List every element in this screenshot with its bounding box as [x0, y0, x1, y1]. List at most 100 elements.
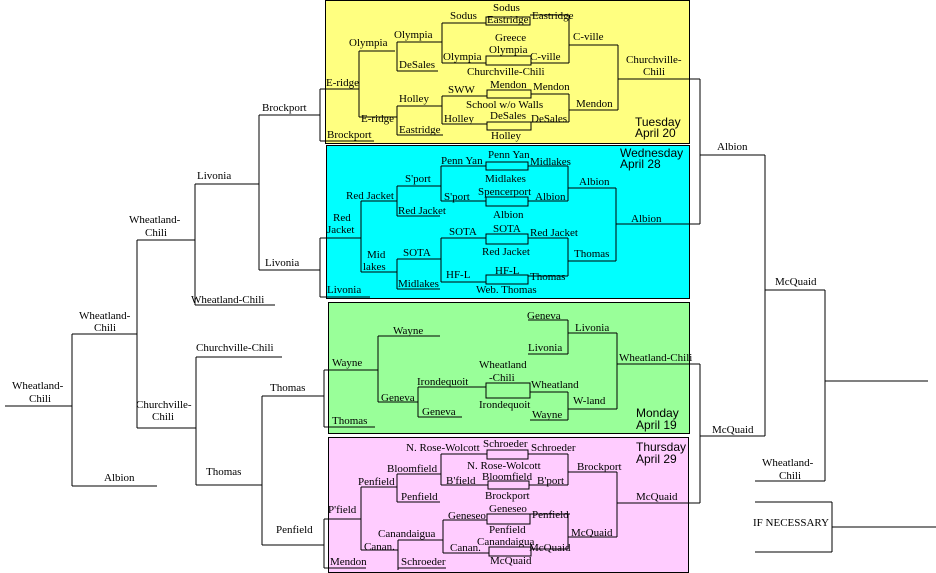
date-label: April 19	[636, 418, 677, 432]
team-label: Penn Yan	[488, 149, 530, 161]
team-label: E-ridge	[326, 77, 359, 89]
team-label: McQuaid	[712, 424, 754, 436]
team-label: Canan.	[450, 542, 481, 554]
team-label: Geneva	[422, 406, 456, 418]
team-label: Livonia	[197, 170, 232, 182]
wednesday-boxes	[485, 161, 529, 285]
team-label: Chili	[643, 66, 666, 78]
team-label: Web. Thomas	[476, 284, 537, 296]
team-label: Mendon	[490, 79, 527, 91]
team-label: Jacket	[327, 224, 355, 236]
team-label: Thomas	[270, 382, 306, 394]
team-label: Bloomfield	[387, 463, 438, 475]
team-label: Wheatland-Chili	[619, 352, 693, 364]
team-label: Red	[333, 212, 351, 224]
team-label: Red Jacket	[346, 190, 394, 202]
team-label: Penfield	[358, 476, 395, 488]
team-label: HF-L	[495, 265, 520, 277]
team-label: Albion	[535, 191, 566, 203]
team-label: Churchville-	[626, 54, 682, 66]
team-label: DeSales	[399, 59, 436, 71]
date-label: April 28	[620, 157, 661, 171]
thursday-boxes	[486, 449, 532, 557]
team-label: SOTA	[493, 223, 521, 235]
team-label: Wheatland-	[129, 214, 181, 226]
team-label: Eastridge	[399, 124, 441, 136]
team-label: Midlakes	[530, 156, 571, 168]
team-label: Penfield	[489, 524, 526, 536]
team-label: Red Jacket	[530, 227, 578, 239]
team-label: Mid	[367, 249, 386, 261]
team-label: Schroeder	[483, 438, 528, 450]
team-label: Albion	[717, 141, 748, 153]
team-label: Wheatland-	[12, 380, 64, 392]
team-label: Canandaigua	[477, 536, 535, 548]
team-label: Olympia	[349, 37, 388, 49]
team-label: Wayne	[393, 325, 424, 337]
team-label: McQuaid	[490, 555, 532, 567]
monday-lines	[324, 319, 618, 428]
team-label: McQuaid	[636, 491, 678, 503]
team-label: McQuaid	[529, 542, 571, 554]
team-label: B'field	[446, 475, 476, 487]
team-label: Wheatland-	[762, 457, 814, 469]
team-label: McQuaid	[775, 276, 817, 288]
day-label: Wednesday	[620, 146, 684, 160]
team-label: Chili	[779, 470, 802, 482]
team-label: Geneva	[381, 392, 415, 404]
team-label: C-ville	[530, 51, 561, 63]
thursday-lines	[324, 453, 618, 570]
team-label: Churchville-Chili	[467, 66, 545, 78]
day-label: Tuesday	[635, 115, 681, 129]
team-label: Red Jacket	[482, 246, 530, 258]
team-label: Geneva	[527, 310, 561, 322]
team-label: lakes	[363, 261, 386, 273]
team-label: N. Rose-Wolcott	[467, 460, 541, 472]
team-label: Brockport	[485, 490, 530, 502]
monday-panel	[328, 302, 690, 434]
team-label: Eastridge	[487, 14, 529, 26]
team-label: Holley	[491, 130, 521, 142]
wednesday-lines	[320, 165, 617, 298]
team-label: Churchville-	[136, 399, 192, 411]
team-label: S'port	[405, 173, 431, 185]
tuesday-boxes	[485, 16, 532, 131]
monday-boxes	[485, 382, 531, 399]
team-label: Livonia	[327, 284, 362, 296]
team-label: B'port	[537, 475, 565, 487]
date-label: April 20	[635, 126, 676, 140]
team-label: W-land	[573, 395, 606, 407]
team-label: Brockport	[577, 461, 622, 473]
team-label: Wheatland-	[79, 310, 131, 322]
date-label: April 29	[636, 452, 677, 466]
team-label: Geneseo	[489, 503, 527, 515]
day-label: Monday	[636, 406, 679, 420]
team-label: Olympia	[443, 51, 482, 63]
team-label: Mendon	[533, 81, 570, 93]
team-label: Livonia	[575, 322, 610, 334]
team-label: Midlakes	[398, 278, 439, 290]
team-label: Bloomfield	[482, 471, 533, 483]
team-label: Chili	[152, 411, 175, 423]
team-label: Brockport	[262, 102, 307, 114]
team-label: HF-L	[446, 269, 471, 281]
team-label: Schroeder	[401, 556, 446, 568]
team-label: Wheatland	[531, 379, 579, 391]
team-label: Spencerport	[478, 186, 532, 198]
team-label: Sodus	[450, 10, 477, 22]
team-label: Midlakes	[485, 173, 526, 185]
team-label: Red Jacket	[398, 205, 446, 217]
tuesday-lines	[320, 14, 619, 142]
team-label: Holley	[399, 93, 429, 105]
team-label: Brockport	[327, 129, 372, 141]
team-label: C-ville	[573, 31, 604, 43]
team-label: Wheatland-Chili	[191, 294, 265, 306]
team-label: School w/o Walls	[466, 99, 544, 111]
team-label: Albion	[104, 472, 135, 484]
team-label: Geneseo	[448, 510, 486, 522]
team-label: Penfield	[532, 509, 569, 521]
wednesday-panel	[326, 145, 690, 299]
team-label: Chili	[145, 227, 168, 239]
